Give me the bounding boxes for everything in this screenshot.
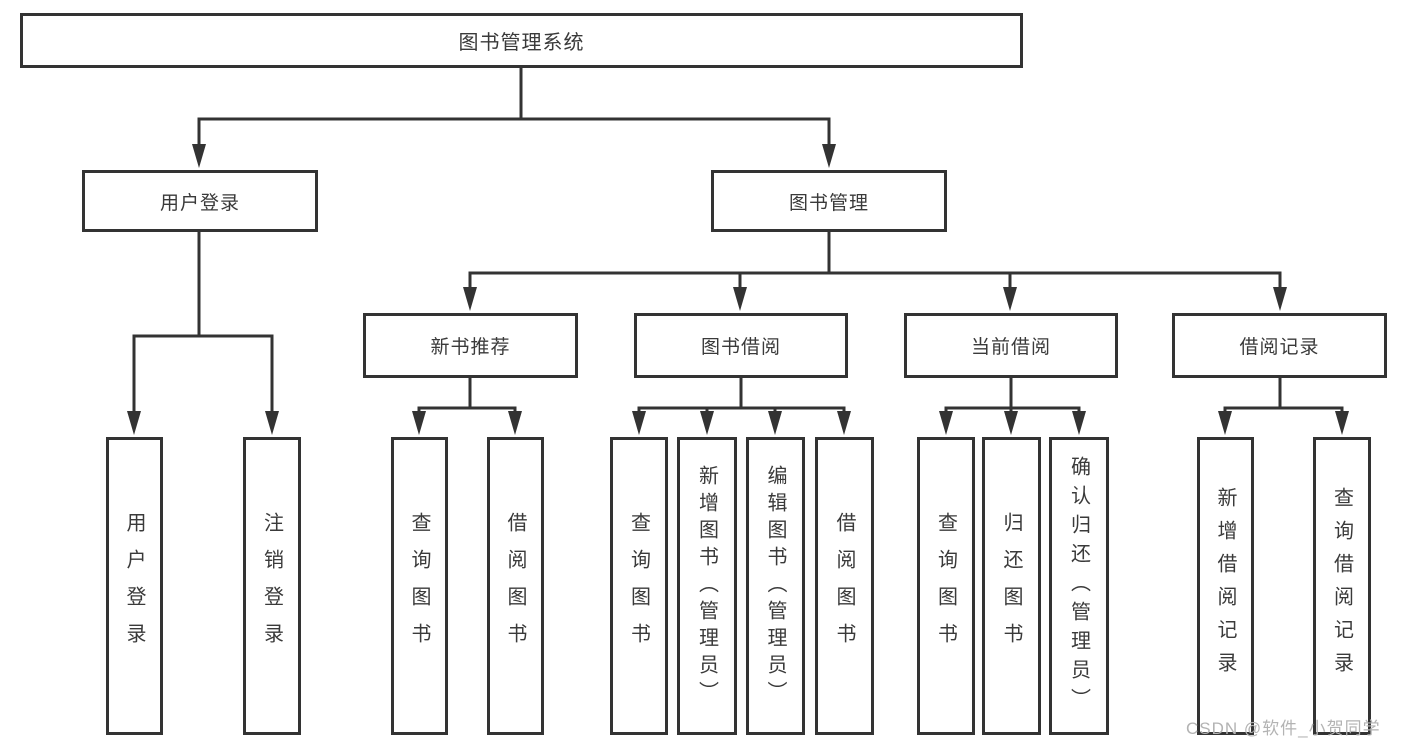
leaf-edit-books-admin: 编辑图书（管理员） xyxy=(746,437,805,735)
node-user-login-branch: 用户登录 xyxy=(82,170,318,232)
leaf-query-borrow-record: 查询借阅记录 xyxy=(1313,437,1371,735)
node-book-management-branch: 图书管理 xyxy=(711,170,947,232)
leaf-return-books: 归还图书 xyxy=(982,437,1041,735)
leaf-query-books-borrow: 查询图书 xyxy=(610,437,668,735)
node-new-book-recommend: 新书推荐 xyxy=(363,313,578,378)
leaf-borrow-books: 借阅图书 xyxy=(815,437,874,735)
connector-paths xyxy=(132,66,1344,415)
leaf-logout: 注销登录 xyxy=(243,437,301,735)
leaf-add-books-admin: 新增图书（管理员） xyxy=(677,437,737,735)
leaf-confirm-return-admin: 确认归还（管理员） xyxy=(1049,437,1109,735)
leaf-add-borrow-record: 新增借阅记录 xyxy=(1197,437,1254,735)
node-library-management-system: 图书管理系统 xyxy=(20,13,1023,68)
node-borrow-records: 借阅记录 xyxy=(1172,313,1387,378)
leaf-user-login: 用户登录 xyxy=(106,437,163,735)
csdn-watermark: CSDN @软件_小贺同学 xyxy=(1186,719,1381,738)
leaf-query-books-current: 查询图书 xyxy=(917,437,975,735)
arrowheads xyxy=(127,144,1349,435)
leaf-query-books-recommend: 查询图书 xyxy=(391,437,448,735)
node-current-borrow: 当前借阅 xyxy=(904,313,1118,378)
leaf-borrow-books-recommend: 借阅图书 xyxy=(487,437,544,735)
node-book-borrow: 图书借阅 xyxy=(634,313,848,378)
